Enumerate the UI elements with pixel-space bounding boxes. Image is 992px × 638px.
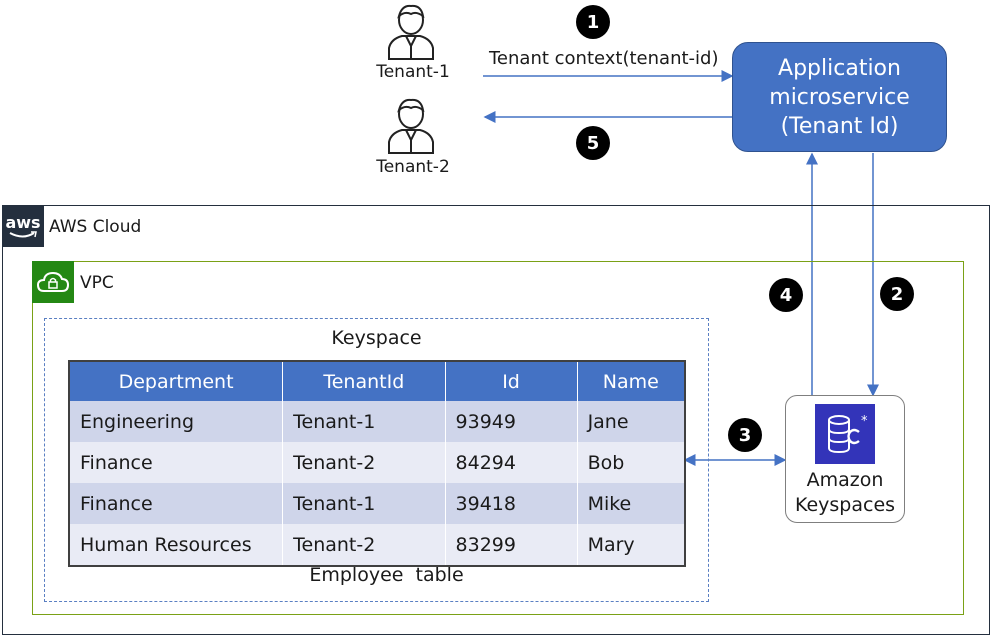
amazon-keyspaces-label: Amazon Keyspaces: [785, 468, 905, 518]
employee-table: Department TenantId Id Name Engineering …: [68, 360, 686, 567]
vpc-cloud-lock-icon: [32, 261, 74, 303]
keyspace-frame: [44, 318, 709, 602]
aws-cloud-label: AWS Cloud: [49, 217, 142, 237]
column-header-name: Name: [577, 362, 684, 401]
step-5-badge: 5: [576, 126, 610, 160]
column-header-tenantid: TenantId: [282, 362, 446, 401]
aws-logo-icon: aws: [2, 205, 44, 247]
app-line-2: microservice: [769, 84, 910, 110]
table-cell: Mary: [577, 524, 684, 565]
keyspaces-database-icon: *: [815, 404, 875, 464]
table-cell: 83299: [445, 524, 578, 565]
step-4-badge: 4: [769, 278, 803, 312]
tenant-context-label: Tenant context(tenant-id): [489, 48, 719, 69]
vpc-label: VPC: [80, 273, 114, 293]
column-header-department: Department: [70, 362, 284, 401]
table-row: Finance Tenant-1 39418 Mike: [70, 483, 684, 524]
table-row: Finance Tenant-2 84294 Bob: [70, 442, 684, 483]
user-icon: [388, 4, 434, 60]
application-microservice-box: Application microservice (Tenant Id): [732, 42, 947, 152]
app-line-1: Application: [778, 55, 901, 81]
user-icon: [388, 98, 434, 154]
table-header-row: Department TenantId Id Name: [70, 362, 684, 401]
table-cell: Mike: [577, 483, 684, 524]
table-cell: Tenant-1: [282, 401, 446, 442]
employee-table-caption: Employee table: [309, 564, 464, 586]
table-cell: Engineering: [70, 401, 284, 442]
svg-text:*: *: [861, 414, 868, 429]
tenant-1-label: Tenant-1: [376, 62, 450, 82]
tenant-2-label: Tenant-2: [376, 157, 450, 177]
column-header-id: Id: [445, 362, 578, 401]
table-cell: Finance: [70, 483, 284, 524]
table-row: Human Resources Tenant-2 83299 Mary: [70, 524, 684, 565]
table-cell: Finance: [70, 442, 284, 483]
table-cell: Tenant-2: [282, 524, 446, 565]
step-2-badge: 2: [880, 277, 914, 311]
table-row: Engineering Tenant-1 93949 Jane: [70, 401, 684, 442]
table-cell: Tenant-2: [282, 442, 446, 483]
step-3-badge: 3: [728, 418, 762, 452]
table-cell: Human Resources: [70, 524, 284, 565]
table-cell: Tenant-1: [282, 483, 446, 524]
vpc-frame: [32, 261, 964, 615]
table-cell: 84294: [445, 442, 578, 483]
table-cell: 93949: [445, 401, 578, 442]
step-1-badge: 1: [576, 5, 610, 39]
table-cell: Jane: [577, 401, 684, 442]
keyspace-title: Keyspace: [331, 327, 422, 349]
table-cell: 39418: [445, 483, 578, 524]
keyspaces-line-2: Keyspaces: [794, 494, 896, 516]
app-line-3: (Tenant Id): [780, 113, 899, 139]
keyspaces-line-1: Amazon: [806, 469, 884, 491]
table-cell: Bob: [577, 442, 684, 483]
aws-logo-text: aws: [5, 213, 41, 232]
aws-smile-icon: [9, 231, 37, 238]
aws-cloud-frame: [2, 205, 990, 635]
